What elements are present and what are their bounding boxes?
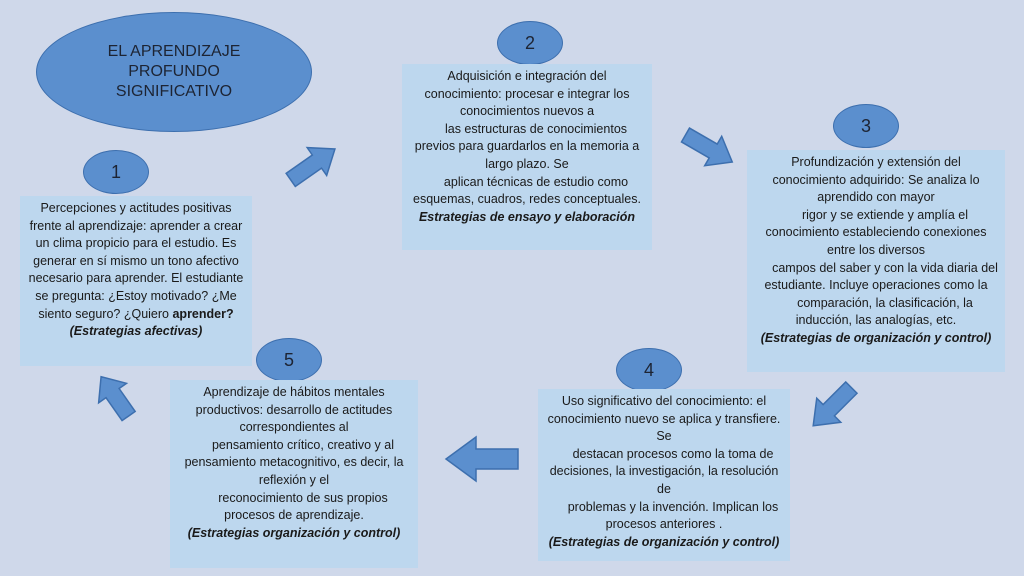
step-4-number: 4 (643, 359, 654, 380)
step-3-line-2: rigor y se extiende y amplía el conocimi… (765, 207, 987, 257)
step-2-line-1: Adquisición e integración del conocimien… (424, 69, 630, 119)
step-4-box: Uso significativo del conocimiento: el c… (538, 389, 790, 561)
step-3-box: Profundización y extensión del conocimie… (747, 150, 1005, 372)
step-5-line-1: Aprendizaje de hábitos mentales producti… (195, 385, 393, 435)
step-3-line-1: Profundización y extensión del conocimie… (772, 155, 980, 205)
step-5-badge: 5 (256, 338, 322, 382)
arrow-1-to-2 (285, 146, 336, 188)
step-5-line-3: reconocimiento de sus propios procesos d… (218, 490, 388, 523)
step-2-strategy: Estrategias de ensayo y elaboración (418, 209, 636, 224)
step-3-badge: 3 (833, 104, 899, 148)
step-1-badge: 1 (83, 150, 149, 194)
step-4-line-2: destacan procesos como la toma de decisi… (549, 446, 779, 496)
step-1-strategy: (Estrategias afectivas) (69, 324, 203, 339)
step-5-strategy: (Estrategias organización y control) (187, 525, 401, 540)
step-4-badge: 4 (616, 348, 682, 392)
step-2-box: Adquisición e integración del conocimien… (402, 64, 652, 250)
arrow-3-to-4 (812, 380, 859, 427)
arrow-2-to-3 (680, 127, 734, 167)
step-5-number: 5 (283, 349, 294, 370)
step-1-box: Percepciones y actitudes positivas frent… (20, 196, 252, 366)
title-ellipse: EL APRENDIZAJE PROFUNDO SIGNIFICATIVO (36, 12, 312, 132)
step-3-number: 3 (860, 115, 871, 136)
step-3-strategy: (Estrategias de organización y control) (760, 330, 992, 345)
step-5-box: Aprendizaje de hábitos mentales producti… (170, 380, 418, 568)
step-1-text: Percepciones y actitudes positivas frent… (26, 200, 246, 323)
step-4-line-3: problemas y la invención. Implican los p… (567, 499, 779, 532)
step-3-line-4: comparación, la clasificación, la inducc… (795, 295, 973, 328)
step-3-line-3: campos del saber y con la vida diaria de… (764, 260, 998, 293)
diagram-title: EL APRENDIZAJE PROFUNDO SIGNIFICATIVO (107, 43, 241, 100)
step-2-badge: 2 (497, 21, 563, 65)
step-1-line-2: aprender? (172, 306, 234, 321)
step-2-number: 2 (524, 32, 535, 53)
step-1-number: 1 (110, 161, 121, 182)
arrow-4-to-5 (444, 435, 519, 483)
arrow-5-to-1 (97, 375, 137, 422)
step-2-line-2: las estructuras de conocimientos previos… (414, 121, 640, 171)
step-2-line-3: aplican técnicas de estudio como esquema… (413, 174, 641, 207)
step-4-strategy: (Estrategias de organización y control) (548, 534, 780, 549)
step-5-line-2: pensamiento crítico, creativo y al pensa… (184, 437, 404, 487)
step-1-line-1: Percepciones y actitudes positivas frent… (28, 201, 244, 321)
step-4-line-1: Uso significativo del conocimiento: el c… (547, 394, 781, 444)
